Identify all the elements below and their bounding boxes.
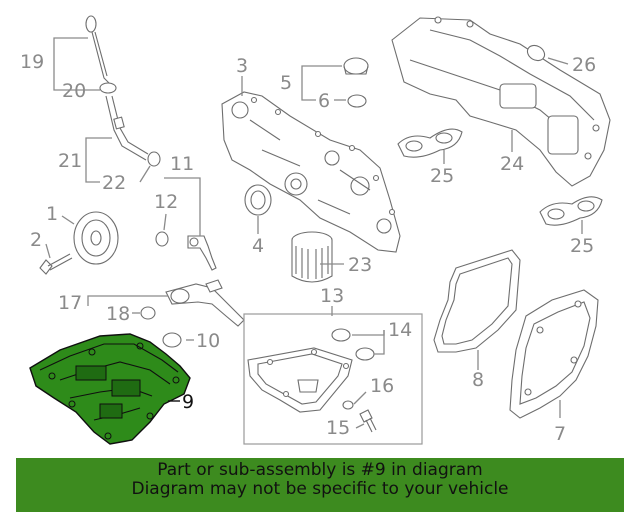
oil-strainer-pipe [165,279,245,327]
dipstick-guide-tube [105,95,149,161]
drain-plug [359,409,377,433]
callout-2: 2 [30,229,42,251]
callout-16: 16 [370,375,394,397]
timing-cover [221,91,401,253]
callout-1: 1 [46,203,58,225]
callout-7: 7 [554,423,566,445]
upper-oil-pan-highlighted [29,333,191,445]
oil-pan-gasket [433,249,521,353]
callout-19: 19 [20,51,44,73]
oil-fitting [187,235,217,271]
oil-filter [291,231,333,283]
callout-4: 4 [252,235,264,257]
banner-line-2: Diagram may not be specific to your vehi… [131,479,509,499]
callout-12: 12 [154,191,178,213]
lower-oil-pan [247,347,353,413]
dipstick [85,15,111,85]
crankshaft-pulley [73,211,119,265]
manifold-gasket-right [539,196,603,226]
drain-plug-gasket-a [331,328,351,342]
callout-23: 23 [348,254,372,276]
side-cover [509,289,599,419]
callout-22: 22 [102,172,126,194]
fitting-oring [155,231,169,247]
leader-lines [45,37,583,429]
parts-diagram: 19 20 21 22 3 5 6 26 24 25 25 11 12 1 2 … [20,15,611,445]
oil-filler-cap [343,57,369,75]
callout-25-right: 25 [570,235,594,257]
oil-seal [244,184,272,216]
callout-6: 6 [318,90,330,112]
callout-10: 10 [196,330,220,352]
pipe-oring [140,306,156,320]
dipstick-oring [99,82,117,94]
drain-gasket [342,400,354,410]
guide-tube-oring [147,151,161,167]
banner-line-1: Part or sub-assembly is #9 in diagram [157,460,483,480]
callout-11: 11 [170,153,194,175]
oil-pan-group-box [243,313,423,445]
callout-14: 14 [388,319,412,341]
callout-17: 17 [58,292,82,314]
callout-18: 18 [106,303,130,325]
callout-13: 13 [320,285,344,307]
info-banner: Part or sub-assembly is #9 in diagram Di… [16,458,624,512]
callout-9: 9 [182,391,194,413]
pulley-bolt [39,253,73,275]
callout-21: 21 [58,150,82,172]
callout-15: 15 [326,417,350,439]
manifold-gasket-small [526,44,546,62]
intake-manifold [391,16,611,187]
filler-cap-gasket [347,94,367,108]
callout-5: 5 [280,72,292,94]
callout-25-top: 25 [430,165,454,187]
callout-3: 3 [236,55,248,77]
drain-plug-gasket-b [355,347,375,361]
manifold-gasket-left [397,128,463,158]
callout-24: 24 [500,153,524,175]
strainer-oring [162,332,182,348]
callout-8: 8 [472,369,484,391]
callout-26: 26 [572,54,596,76]
oil-pan-gasket-inner [441,257,513,345]
callout-20: 20 [62,80,86,102]
